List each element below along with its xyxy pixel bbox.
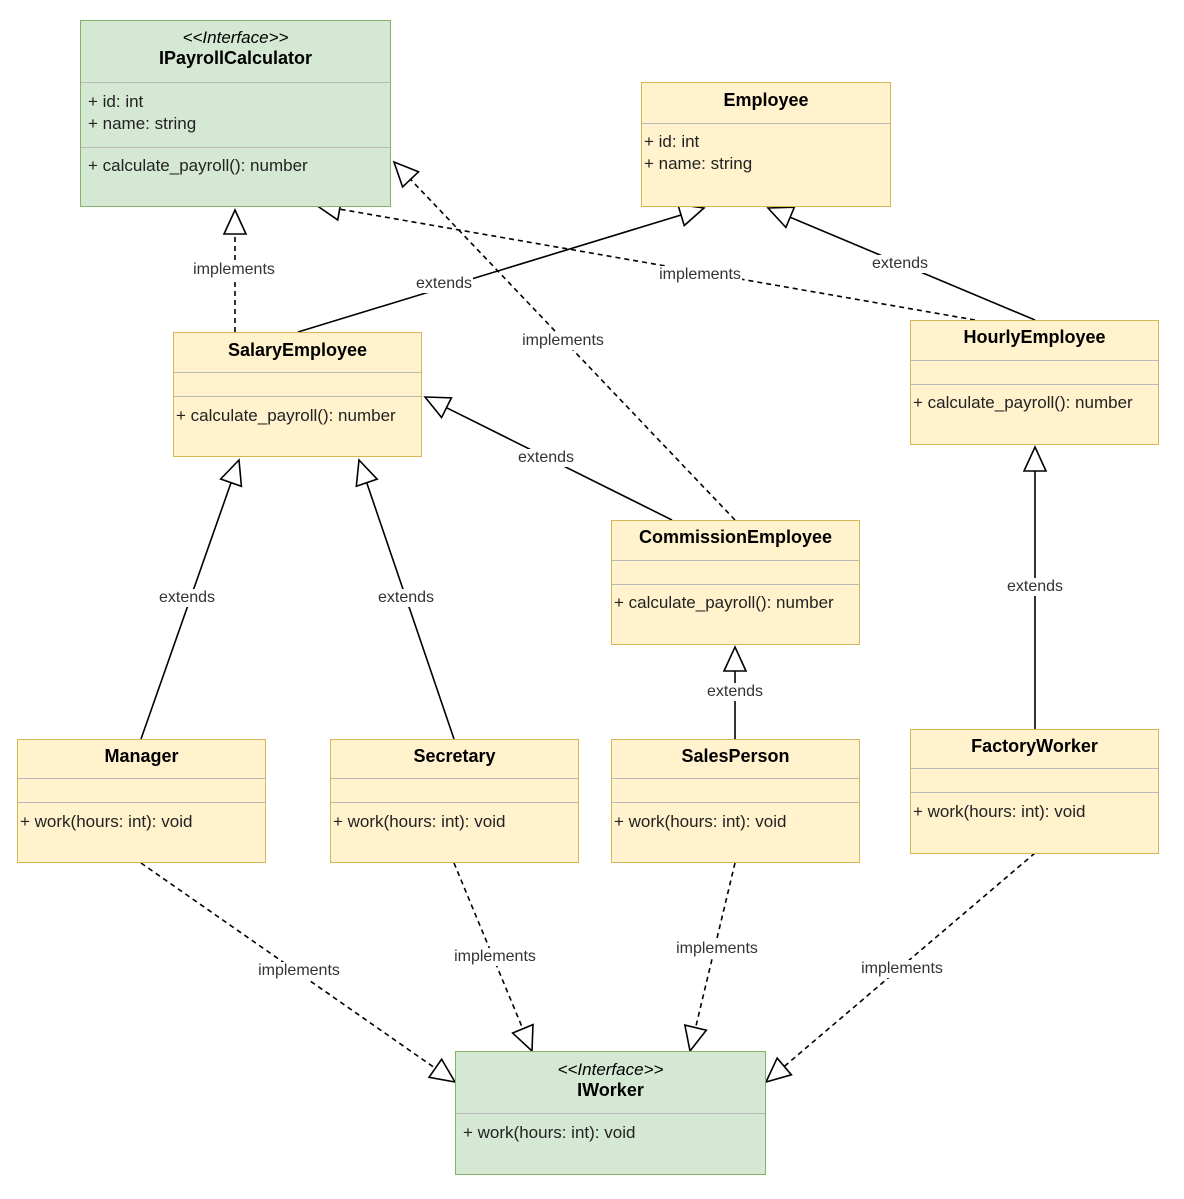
- compartment-divider: [911, 768, 1158, 769]
- class-name: IWorker: [577, 1080, 644, 1100]
- class-method: + work(hours: int): void: [463, 1123, 636, 1142]
- factory-extends-arrowhead: [1022, 445, 1048, 472]
- factory-implements-arrowhead: [764, 1056, 793, 1084]
- class-stereotype: <<Interface>>: [182, 28, 289, 47]
- hourly-implements-label: implements: [658, 266, 742, 284]
- manager-implements-iworker-edge: [140, 862, 436, 1069]
- commission-extends-arrowhead: [423, 396, 453, 420]
- class-attribute: + id: int: [644, 132, 700, 151]
- compartment-divider: [81, 82, 390, 83]
- class-hourly[interactable]: HourlyEmployee + calculate_payroll(): num…: [910, 320, 1159, 445]
- class-secretary[interactable]: Secretary + work(hours: int): void: [330, 739, 579, 863]
- class-factory[interactable]: FactoryWorker + work(hours: int): void: [910, 729, 1159, 854]
- class-method: + work(hours: int): void: [913, 802, 1086, 821]
- hourly-extends-label: extends: [870, 255, 930, 273]
- class-method: + work(hours: int): void: [614, 812, 787, 831]
- salary-extends-label: extends: [414, 275, 474, 293]
- factory-extends-label: extends: [1005, 578, 1065, 596]
- factory-implements-label: implements: [860, 960, 944, 978]
- manager-extends-salary-edge: [140, 482, 232, 740]
- salesperson-implements-arrowhead: [683, 1024, 708, 1053]
- secretary-extends-label: extends: [376, 589, 436, 607]
- secretary-extends-salary-edge: [365, 482, 455, 740]
- secretary-implements-arrowhead: [511, 1023, 534, 1053]
- manager-extends-label: extends: [157, 589, 217, 607]
- manager-extends-arrowhead: [219, 458, 243, 488]
- class-name: FactoryWorker: [971, 736, 1098, 756]
- class-salesperson[interactable]: SalesPerson + work(hours: int): void: [611, 739, 860, 863]
- compartment-divider: [18, 778, 265, 779]
- secretary-implements-iworker-edge: [453, 862, 524, 1030]
- class-ipayroll[interactable]: <<Interface>>IPayrollCalculator + id: int…: [80, 20, 391, 207]
- compartment-divider: [612, 802, 859, 803]
- class-name: Secretary: [413, 746, 496, 766]
- compartment-divider: [174, 396, 421, 397]
- commission-implements-label: implements: [521, 332, 605, 350]
- class-method: + calculate_payroll(): number: [614, 593, 834, 612]
- manager-implements-arrowhead: [427, 1057, 457, 1084]
- class-method: + work(hours: int): void: [20, 812, 193, 831]
- salary-extends-arrowhead: [676, 203, 706, 227]
- compartment-divider: [612, 778, 859, 779]
- commission-extends-label: extends: [516, 449, 576, 467]
- class-stereotype: <<Interface>>: [557, 1060, 664, 1079]
- secretary-implements-label: implements: [453, 948, 537, 966]
- class-method: + calculate_payroll(): number: [913, 393, 1133, 412]
- compartment-divider: [174, 372, 421, 373]
- compartment-divider: [18, 802, 265, 803]
- class-name: IPayrollCalculator: [158, 48, 313, 68]
- compartment-divider: [456, 1113, 765, 1114]
- class-name: SalesPerson: [681, 746, 790, 766]
- compartment-divider: [612, 584, 859, 585]
- class-salary[interactable]: SalaryEmployee + calculate_payroll(): num…: [173, 332, 422, 457]
- compartment-divider: [331, 778, 578, 779]
- class-iworker[interactable]: <<Interface>>IWorker + work(hours: int): …: [455, 1051, 766, 1175]
- class-method: + calculate_payroll(): number: [88, 156, 308, 175]
- factory-implements-iworker-edge: [783, 852, 1036, 1068]
- commission-implements-arrowhead: [392, 160, 420, 189]
- compartment-divider: [911, 360, 1158, 361]
- class-method: + work(hours: int): void: [333, 812, 506, 831]
- compartment-divider: [642, 123, 890, 124]
- class-name: SalaryEmployee: [227, 340, 368, 360]
- salary-extends-employee-edge: [297, 214, 682, 333]
- class-name: Manager: [104, 746, 179, 766]
- compartment-divider: [612, 560, 859, 561]
- hourly-extends-arrowhead: [766, 206, 796, 229]
- salesperson-extends-label: extends: [705, 683, 765, 701]
- salesperson-implements-label: implements: [675, 940, 759, 958]
- class-name: CommissionEmployee: [638, 527, 833, 547]
- class-attribute: + name: string: [644, 154, 753, 173]
- class-manager[interactable]: Manager + work(hours: int): void: [17, 739, 266, 863]
- class-attribute: + id: int: [88, 92, 144, 111]
- class-name: HourlyEmployee: [963, 327, 1106, 347]
- compartment-divider: [911, 792, 1158, 793]
- compartment-divider: [911, 384, 1158, 385]
- secretary-extends-arrowhead: [355, 458, 379, 488]
- class-name: Employee: [723, 90, 809, 110]
- compartment-divider: [331, 802, 578, 803]
- salary-implements-arrowhead: [222, 208, 248, 235]
- class-method: + calculate_payroll(): number: [176, 406, 396, 425]
- salesperson-extends-arrowhead: [722, 645, 748, 672]
- class-attribute: + name: string: [88, 114, 197, 133]
- manager-implements-label: implements: [257, 962, 341, 980]
- class-employee[interactable]: Employee + id: int + name: string: [641, 82, 891, 207]
- salary-implements-label: implements: [192, 261, 276, 279]
- compartment-divider: [81, 147, 390, 148]
- class-commission[interactable]: CommissionEmployee + calculate_payroll():…: [611, 520, 860, 645]
